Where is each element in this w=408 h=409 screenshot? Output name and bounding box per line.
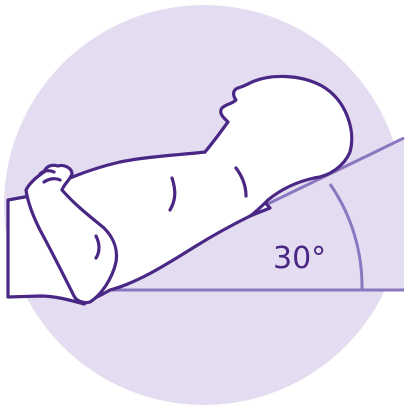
angle-label: 30°: [273, 241, 326, 276]
